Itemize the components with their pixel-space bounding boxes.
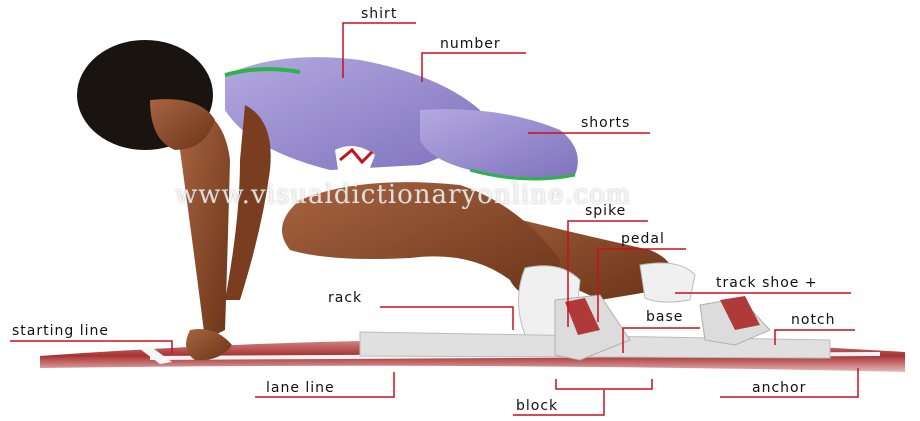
- label-number: number: [440, 36, 501, 52]
- label-shorts: shorts: [581, 115, 630, 131]
- label-lane-line: lane line: [266, 380, 335, 396]
- track-shoe-back: [640, 263, 695, 302]
- label-rack: rack: [328, 290, 362, 306]
- label-block: block: [516, 398, 558, 414]
- leader-block-bracket: [556, 379, 652, 389]
- label-base: base: [646, 309, 683, 325]
- label-starting-line: starting line: [12, 323, 109, 339]
- sprinter-shorts: [420, 109, 578, 179]
- label-shirt: shirt: [361, 6, 397, 22]
- label-notch: notch: [791, 312, 836, 328]
- label-anchor: anchor: [752, 380, 806, 396]
- watermark: www.visualdictionaryonline.com: [175, 180, 631, 210]
- leader-number: [422, 53, 526, 82]
- leader-rack: [380, 307, 513, 330]
- label-spike: spike: [585, 203, 626, 219]
- label-pedal: pedal: [621, 231, 665, 247]
- label-track-shoe: track shoe +: [716, 275, 818, 291]
